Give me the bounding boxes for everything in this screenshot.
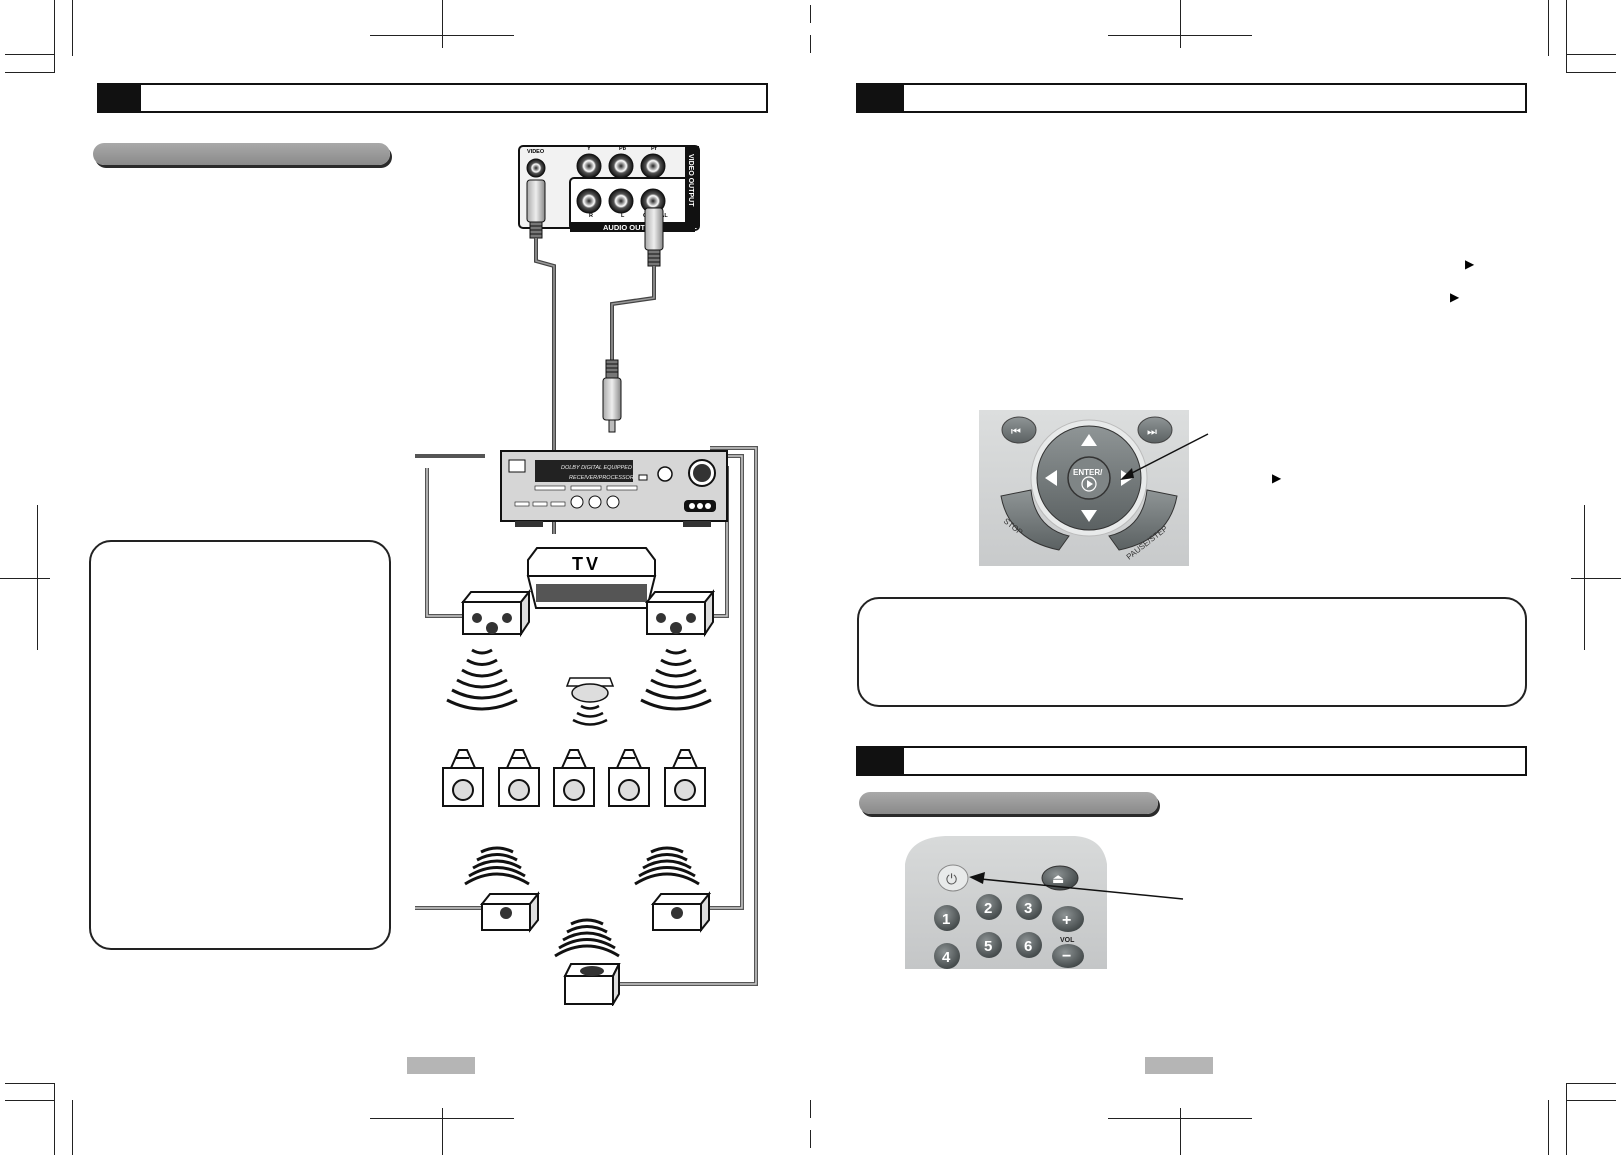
key-1: 1	[942, 911, 950, 928]
av-receiver: DOLBY DIGITAL EQUIPPED RECEIVER/PROCESSO…	[500, 450, 728, 527]
right-page-number-tab	[1145, 1057, 1213, 1074]
right-subheading-pill	[859, 792, 1158, 814]
play-arrow-icon: ▶	[1450, 290, 1460, 304]
volume-minus-label: −	[1062, 948, 1071, 965]
power-icon: ⏻	[946, 871, 957, 887]
key-2: 2	[984, 900, 992, 917]
key-4: 4	[942, 949, 951, 966]
rear-left-speaker	[479, 891, 541, 933]
jack-r-label: R	[589, 213, 593, 219]
eject-icon: ⏏	[1052, 871, 1064, 886]
center-speaker	[565, 677, 615, 703]
remote-power-photo: ⏻ ⏏ 1 2 3 4 5 6 + VOL −	[905, 836, 1107, 969]
next-icon: ⏭	[1147, 426, 1157, 438]
right-note-box	[857, 597, 1527, 707]
right-lower-section-header	[856, 746, 1527, 776]
stop-button	[1000, 489, 1070, 551]
rca-plug-video	[526, 179, 546, 239]
right-section-header	[856, 83, 1527, 113]
nav-down-icon	[1081, 510, 1097, 522]
nav-up-icon	[1081, 434, 1097, 446]
key-6: 6	[1024, 938, 1032, 955]
pause-step-button	[1108, 489, 1178, 551]
subwoofer	[563, 963, 621, 1006]
jack-pr-label: Pr	[651, 146, 658, 152]
sound-waves	[446, 648, 712, 958]
dvd-back-panel: VIDEO OUTPUT AUDIO OUTPUT VIDEO Y Pb Pr …	[518, 145, 700, 232]
listeners	[442, 749, 706, 807]
tv-label: TV	[572, 554, 601, 574]
play-arrow-icon: ▶	[1465, 257, 1475, 271]
jack-l-label: L	[621, 213, 625, 219]
previous-icon: ⏮	[1011, 426, 1021, 438]
play-arrow-icon: ▶	[1272, 471, 1282, 485]
pointer-arrow	[969, 872, 1184, 900]
left-page-number-tab	[407, 1057, 475, 1074]
remote-navigation-photo: ⏮ ⏭ ENTER/ STOP PAUSE/STEP	[979, 410, 1189, 566]
left-section-header	[97, 83, 768, 113]
key-3: 3	[1024, 900, 1032, 917]
pointer-arrow	[1120, 433, 1209, 480]
receiver-label-line2: RECEIVER/PROCESSOR	[569, 475, 634, 481]
video-output-label: VIDEO OUTPUT	[687, 154, 694, 207]
tv: TV	[526, 547, 657, 609]
front-right-speaker	[644, 589, 716, 638]
rear-right-speaker	[650, 891, 712, 933]
volume-plus-label: +	[1062, 912, 1071, 929]
nav-left-icon	[1045, 470, 1057, 486]
connection-diagram: VIDEO OUTPUT AUDIO OUTPUT VIDEO Y Pb Pr …	[415, 145, 758, 1006]
front-left-speaker	[460, 589, 532, 638]
audio-output-label: AUDIO OUTPUT	[603, 223, 661, 232]
left-subheading-pill	[93, 143, 390, 165]
key-5: 5	[984, 938, 992, 955]
number-keys: 1 2 3 4 5 6	[934, 894, 1042, 969]
jack-video-label: VIDEO	[527, 149, 545, 155]
receiver-label-line1: DOLBY DIGITAL EQUIPPED	[561, 465, 632, 471]
rca-plug-coaxial	[644, 207, 664, 267]
rca-plug-receiver-input	[602, 359, 622, 433]
left-note-box	[89, 540, 391, 950]
volume-label: VOL	[1060, 937, 1075, 944]
jack-pb-label: Pb	[619, 146, 627, 152]
jack-y-label: Y	[587, 146, 591, 152]
enter-label: ENTER/	[1073, 468, 1103, 477]
